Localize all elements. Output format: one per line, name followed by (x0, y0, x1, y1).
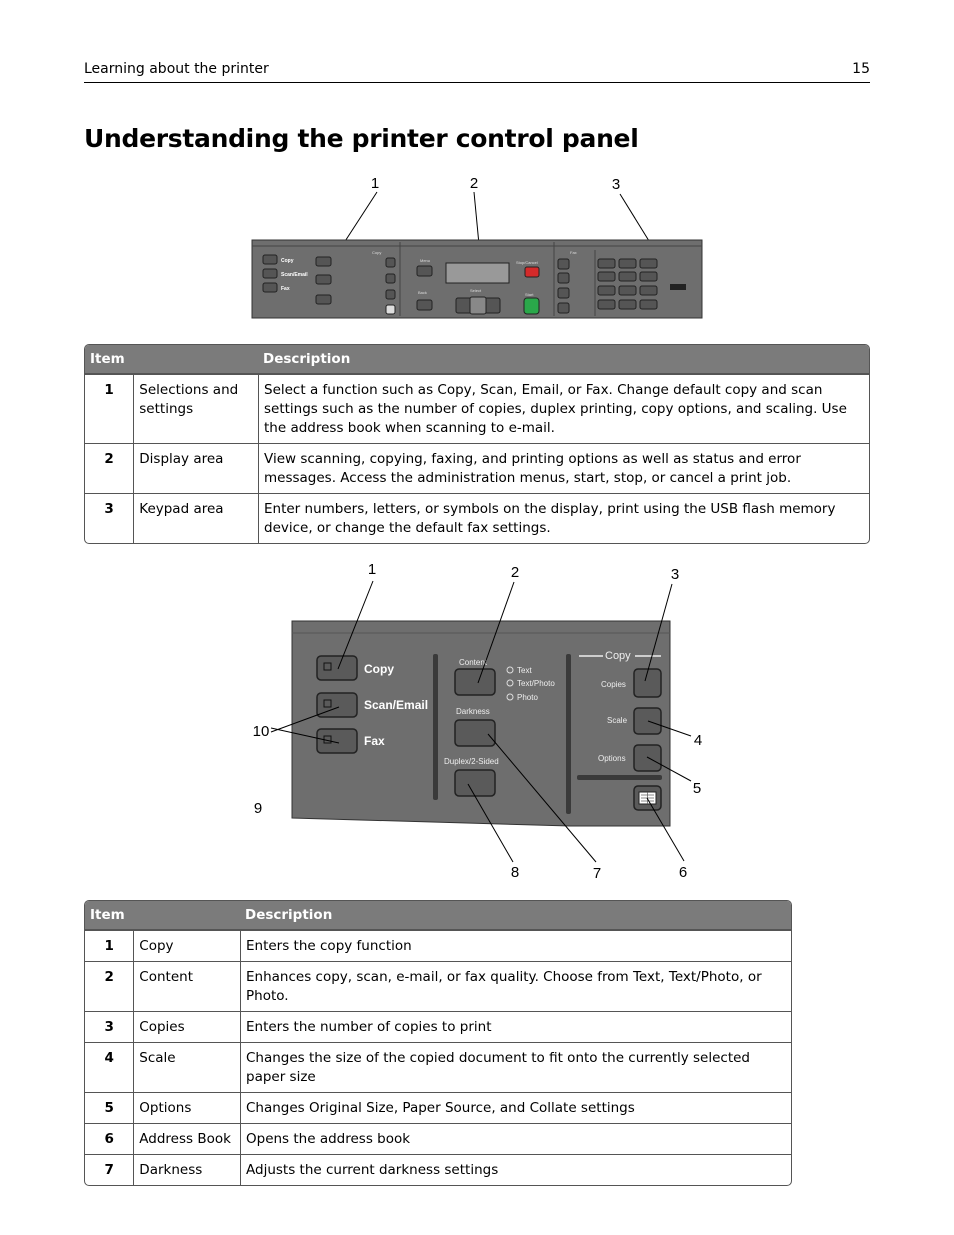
row-number: 2 (85, 443, 134, 493)
callout-2: 2 (511, 564, 519, 581)
callout-9: 9 (254, 800, 262, 817)
header-description: Description (258, 345, 869, 374)
control-panel-overview-figure: 1 2 3 Copy Scan/Email Fax Copy Menu Back… (251, 175, 703, 319)
fig2-copy-label: Copy (364, 662, 394, 676)
row-number: 3 (85, 493, 134, 543)
page-title: Understanding the printer control panel (84, 124, 639, 153)
row-item: Options (133, 1092, 240, 1123)
callout-1: 1 (368, 561, 376, 578)
row-description: Enhances copy, scan, e-mail, or fax qual… (240, 961, 791, 1011)
row-number: 3 (85, 1011, 134, 1042)
row-number: 4 (85, 1042, 134, 1092)
selections-table: Item Description 1 Selections and settin… (84, 344, 870, 544)
fig2-photo-label: Photo (517, 693, 538, 702)
page-header: Learning about the printer 15 (84, 60, 870, 83)
selections-detail-figure: Copy Scan/Email Fax Content Text Text/Ph… (253, 561, 703, 882)
header-item: Item (85, 345, 258, 374)
row-description: Adjusts the current darkness settings (240, 1154, 791, 1185)
callout-8: 8 (511, 864, 519, 881)
table-row: 2 Content Enhances copy, scan, e-mail, o… (85, 961, 791, 1011)
row-number: 1 (85, 374, 134, 443)
buttons-table: Item Description 1 Copy Enters the copy … (84, 900, 792, 1186)
table-row: 3 Copies Enters the number of copies to … (85, 1011, 791, 1042)
fig1-select-label: Select (470, 288, 482, 293)
row-description: Enters the number of copies to print (240, 1011, 791, 1042)
row-description: Opens the address book (240, 1123, 791, 1154)
row-item: Selections and settings (133, 374, 258, 443)
row-description: Changes the size of the copied document … (240, 1042, 791, 1092)
fig1-copy-group-label: Copy (372, 250, 381, 255)
header-description: Description (240, 901, 791, 930)
callout-4: 4 (694, 732, 702, 749)
fig2-text-label: Text (517, 666, 532, 675)
fig1-scan-label: Scan/Email (281, 272, 308, 278)
section-title: Learning about the printer (84, 61, 269, 77)
row-description: Changes Original Size, Paper Source, and… (240, 1092, 791, 1123)
fig2-copies-label: Copies (601, 680, 626, 689)
row-number: 1 (85, 930, 134, 961)
callout-3: 3 (612, 176, 620, 193)
row-description: Enter numbers, letters, or symbols on th… (258, 493, 869, 543)
fig2-fax-label: Fax (364, 734, 385, 748)
fig2-scan-label: Scan/Email (364, 698, 428, 712)
row-description: View scanning, copying, faxing, and prin… (258, 443, 869, 493)
table-row: 4 Scale Changes the size of the copied d… (85, 1042, 791, 1092)
fig1-fax-label: Fax (281, 286, 290, 292)
row-item: Darkness (133, 1154, 240, 1185)
fig1-back-label: Back (418, 290, 427, 295)
row-item: Address Book (133, 1123, 240, 1154)
fig2-textphoto-label: Text/Photo (517, 679, 555, 688)
table-header-row: Item Description (85, 345, 869, 374)
row-number: 2 (85, 961, 134, 1011)
page-number: 15 (852, 61, 870, 77)
row-item: Scale (133, 1042, 240, 1092)
row-number: 7 (85, 1154, 134, 1185)
callout-3: 3 (671, 566, 679, 583)
fig1-fax-group-label: Fax (570, 250, 577, 255)
fig2-scale-label: Scale (607, 716, 628, 725)
table-row: 1 Copy Enters the copy function (85, 930, 791, 961)
callout-7: 7 (593, 865, 601, 882)
row-number: 5 (85, 1092, 134, 1123)
fig1-stop-label: Stop/Cancel (516, 260, 538, 265)
fig2-duplex-label: Duplex/2-Sided (444, 757, 499, 766)
row-item: Copy (133, 930, 240, 961)
table-row: 2 Display area View scanning, copying, f… (85, 443, 869, 493)
fig2-darkness-label: Darkness (456, 707, 490, 716)
table-row: 6 Address Book Opens the address book (85, 1123, 791, 1154)
table-header-row: Item Description (85, 901, 791, 930)
callout-5: 5 (693, 780, 701, 797)
row-item: Keypad area (133, 493, 258, 543)
fig2-content-label: Content (459, 658, 488, 667)
row-item: Content (133, 961, 240, 1011)
callout-1: 1 (371, 175, 379, 192)
table-row: 3 Keypad area Enter numbers, letters, or… (85, 493, 869, 543)
table-row: 1 Selections and settings Select a funct… (85, 374, 869, 443)
callout-10: 10 (253, 723, 270, 740)
row-item: Display area (133, 443, 258, 493)
table-row: 7 Darkness Adjusts the current darkness … (85, 1154, 791, 1185)
callout-2: 2 (470, 175, 478, 192)
row-number: 6 (85, 1123, 134, 1154)
table-row: 5 Options Changes Original Size, Paper S… (85, 1092, 791, 1123)
header-item: Item (85, 901, 240, 930)
fig1-menu-label: Menu (420, 258, 430, 263)
row-description: Enters the copy function (240, 930, 791, 961)
fig2-copy-group-label: Copy (605, 650, 631, 662)
callout-6: 6 (679, 864, 687, 881)
fig2-options-label: Options (598, 754, 626, 763)
fig1-copy-label: Copy (281, 258, 294, 264)
row-description: Select a function such as Copy, Scan, Em… (258, 374, 869, 443)
row-item: Copies (133, 1011, 240, 1042)
fig1-start-label: Start (525, 292, 534, 297)
